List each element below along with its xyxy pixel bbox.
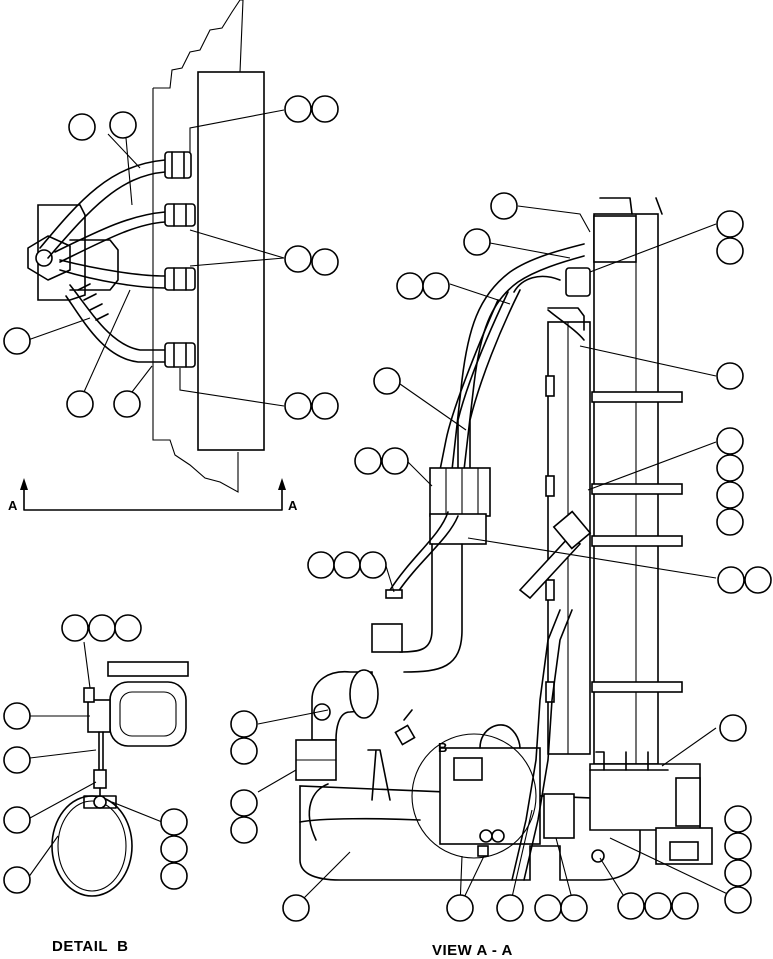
callout-balloon: [717, 566, 745, 594]
radiator-top-tank: [593, 215, 637, 263]
section-arrow-left: [20, 478, 28, 490]
callout-balloon: [490, 192, 518, 220]
callout-balloon: [373, 367, 401, 395]
callout-balloon: [284, 95, 312, 123]
detail-b-fitting: [93, 769, 107, 789]
section-line-a-a: [23, 481, 283, 511]
callout-balloon: [3, 746, 31, 774]
callout-balloon: [230, 737, 258, 765]
frame-left-edge: [152, 88, 239, 493]
callout-balloon: [716, 210, 744, 238]
section-marker-right: A: [288, 498, 298, 513]
detail-b-clamp-ring: [51, 795, 133, 897]
view-a-a-caption: VIEW A - A: [432, 942, 513, 959]
down-pipe: [399, 543, 433, 653]
callout-balloon: [396, 272, 424, 300]
callout-balloon: [307, 551, 335, 579]
fitting-4: [164, 342, 196, 368]
fitting-3: [164, 267, 196, 291]
view-a-a: [230, 192, 772, 922]
callout-balloon: [160, 862, 188, 890]
callout-balloon: [3, 327, 31, 355]
callout-balloon: [724, 859, 752, 887]
callout-balloon: [113, 390, 141, 418]
callout-balloon: [3, 702, 31, 730]
hose-third: [59, 259, 166, 277]
callout-balloon: [724, 805, 752, 833]
diagonal-strut: [518, 534, 582, 600]
callout-balloon: [381, 447, 409, 475]
callout-balloon: [333, 551, 361, 579]
callout-balloon: [230, 710, 258, 738]
callout-balloon: [311, 248, 339, 276]
callout-balloon: [3, 806, 31, 834]
manifold: [27, 235, 71, 281]
callout-balloon: [114, 614, 142, 642]
hose-long-1: [451, 243, 585, 471]
hose-upper: [39, 159, 166, 249]
callout-balloon: [496, 894, 524, 922]
callout-balloon: [560, 894, 588, 922]
callout-balloon: [311, 95, 339, 123]
hose-second: [54, 211, 166, 253]
callout-balloon: [716, 508, 744, 536]
detail-b-marker: B: [438, 740, 448, 755]
top-left-view: [3, 0, 339, 511]
manifold-boss: [35, 249, 53, 267]
callout-balloon: [230, 816, 258, 844]
callout-balloon: [716, 237, 744, 265]
detail-b-tee: [87, 699, 111, 733]
callout-balloon: [160, 808, 188, 836]
callout-balloon: [744, 566, 772, 594]
callout-balloon: [534, 894, 562, 922]
callout-balloon: [160, 835, 188, 863]
callout-balloon: [716, 362, 744, 390]
section-arrow-right: [278, 478, 286, 490]
hose-clamp-block: [429, 467, 491, 517]
callout-balloon: [359, 551, 387, 579]
callout-balloon: [66, 390, 94, 418]
callout-balloon: [88, 614, 116, 642]
upper-clamp: [565, 267, 591, 297]
callout-balloon: [644, 892, 672, 920]
callout-balloon: [3, 866, 31, 894]
callout-balloon: [109, 111, 137, 139]
callout-balloon: [284, 392, 312, 420]
callout-balloon: [716, 427, 744, 455]
callout-balloon: [716, 454, 744, 482]
section-marker-left: A: [8, 498, 18, 513]
callout-balloon: [719, 714, 747, 742]
detail-b-caption: DETAIL B: [52, 938, 129, 955]
callout-balloon: [724, 886, 752, 914]
detail-b-view: [3, 614, 189, 897]
callout-balloon: [311, 392, 339, 420]
callout-balloon: [354, 447, 382, 475]
fitting-1: [164, 151, 192, 179]
callout-balloon: [61, 614, 89, 642]
callout-balloon: [282, 894, 310, 922]
fitting-2: [164, 203, 196, 227]
detail-b-bracket: [107, 661, 189, 677]
pipe-end-cap: [371, 623, 403, 653]
callout-balloon: [284, 245, 312, 273]
hose-long-2: [469, 289, 521, 471]
callout-balloon: [463, 228, 491, 256]
hose-lower: [69, 284, 166, 351]
frame-break-outline: [153, 0, 244, 89]
callout-balloon: [230, 789, 258, 817]
callout-balloon: [724, 832, 752, 860]
callout-balloon: [716, 481, 744, 509]
callout-balloon: [446, 894, 474, 922]
detail-b-circle: [411, 733, 537, 859]
elbow-cap: [349, 669, 379, 719]
callout-balloon: [422, 272, 450, 300]
callout-balloon: [617, 892, 645, 920]
callout-balloon: [671, 892, 699, 920]
callout-balloon: [68, 113, 96, 141]
